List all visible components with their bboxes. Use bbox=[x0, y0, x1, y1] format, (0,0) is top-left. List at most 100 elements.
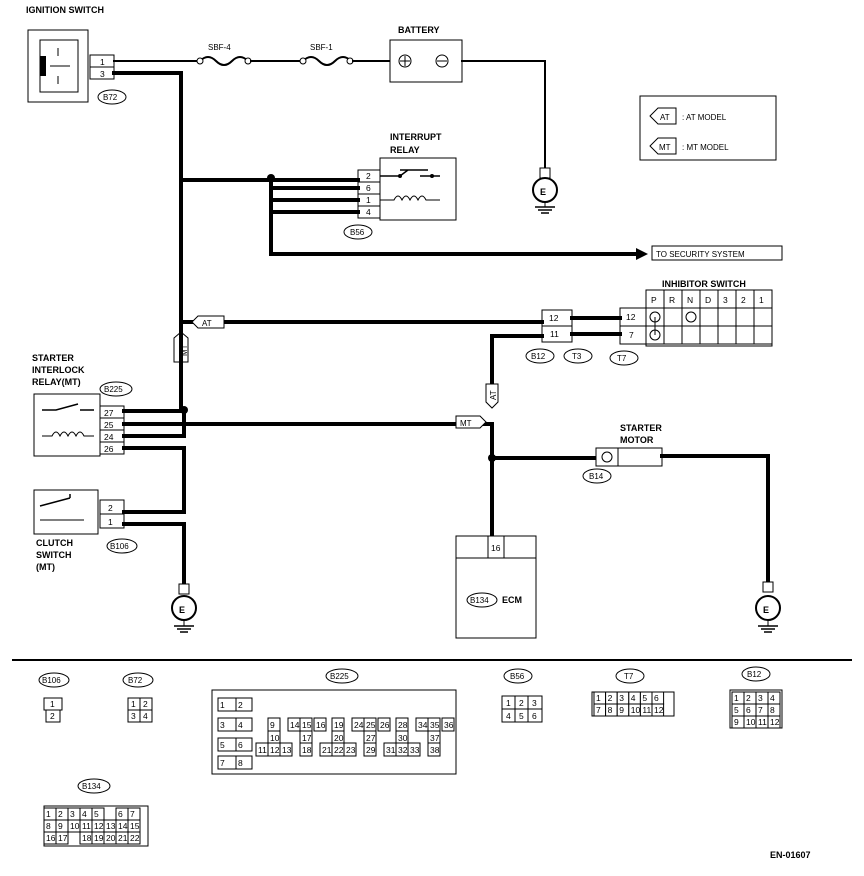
inhibitor-position-2: 2 bbox=[741, 295, 746, 305]
svg-text:36: 36 bbox=[444, 720, 454, 730]
connector-b14-label: B14 bbox=[589, 472, 604, 481]
fuse-sbf4: SBF-4 bbox=[196, 43, 252, 66]
starter-motor-label-2: MOTOR bbox=[620, 435, 654, 445]
face-b56-label: B56 bbox=[510, 672, 525, 681]
ignition-switch: IGNITION SWITCH 1 3 B72 bbox=[26, 5, 127, 105]
svg-text:3: 3 bbox=[100, 69, 105, 79]
svg-text:37: 37 bbox=[430, 733, 440, 743]
ecm-label: ECM bbox=[502, 595, 522, 605]
connector-b56-label: B56 bbox=[350, 228, 365, 237]
svg-text:16: 16 bbox=[46, 833, 56, 843]
svg-text:9: 9 bbox=[734, 717, 739, 727]
svg-text:22: 22 bbox=[130, 833, 140, 843]
svg-text:26: 26 bbox=[104, 444, 114, 454]
svg-text:2: 2 bbox=[608, 693, 613, 703]
svg-text:5: 5 bbox=[519, 711, 524, 721]
face-b12-label: B12 bbox=[747, 670, 762, 679]
svg-text:21: 21 bbox=[322, 745, 332, 755]
svg-text:11: 11 bbox=[550, 329, 559, 339]
ground-battery: E bbox=[532, 167, 558, 214]
svg-text:11: 11 bbox=[82, 821, 91, 831]
svg-text:2: 2 bbox=[143, 699, 148, 709]
svg-text:3: 3 bbox=[220, 720, 225, 730]
at-tag-lower: AT bbox=[485, 383, 499, 409]
interrupt-relay: INTERRUPT RELAY 2 6 1 4 B56 bbox=[343, 132, 457, 240]
security-system-arrow: TO SECURITY SYSTEM bbox=[636, 245, 783, 261]
svg-text:1: 1 bbox=[596, 693, 601, 703]
legend: AT : AT MODEL MT : MT MODEL bbox=[639, 95, 777, 161]
svg-text:1: 1 bbox=[366, 195, 371, 205]
svg-text:1: 1 bbox=[734, 693, 739, 703]
svg-text:2: 2 bbox=[58, 809, 63, 819]
svg-text:31: 31 bbox=[386, 745, 396, 755]
face-b106-label: B106 bbox=[42, 676, 61, 685]
svg-text:1: 1 bbox=[220, 700, 225, 710]
svg-text:19: 19 bbox=[94, 833, 104, 843]
svg-text:27: 27 bbox=[366, 733, 376, 743]
svg-text:14: 14 bbox=[118, 821, 128, 831]
face-b106: B106 1 2 bbox=[38, 672, 70, 723]
svg-text:20: 20 bbox=[334, 733, 344, 743]
fuse-sbf1-label: SBF-1 bbox=[310, 43, 333, 52]
svg-text:23: 23 bbox=[346, 745, 356, 755]
ground-starter: E bbox=[755, 581, 781, 633]
svg-text:4: 4 bbox=[631, 693, 636, 703]
svg-text:28: 28 bbox=[398, 720, 408, 730]
svg-text:6: 6 bbox=[118, 809, 123, 819]
svg-text:10: 10 bbox=[746, 717, 756, 727]
face-b225-label: B225 bbox=[330, 672, 349, 681]
svg-text:4: 4 bbox=[770, 693, 775, 703]
svg-text:4: 4 bbox=[366, 207, 371, 217]
svg-text:12: 12 bbox=[654, 705, 664, 715]
svg-text:1: 1 bbox=[506, 698, 511, 708]
svg-text:24: 24 bbox=[354, 720, 364, 730]
svg-text:26: 26 bbox=[380, 720, 390, 730]
svg-text:6: 6 bbox=[238, 740, 243, 750]
legend-mt-tag: MT bbox=[659, 143, 671, 152]
svg-text:14: 14 bbox=[290, 720, 300, 730]
svg-text:12: 12 bbox=[626, 312, 636, 322]
svg-text:13: 13 bbox=[282, 745, 292, 755]
svg-text:17: 17 bbox=[302, 733, 312, 743]
inhibitor-position-P: P bbox=[651, 295, 657, 305]
svg-text:7: 7 bbox=[629, 330, 634, 340]
security-system-label: TO SECURITY SYSTEM bbox=[656, 250, 745, 259]
svg-text:5: 5 bbox=[734, 705, 739, 715]
at-tag-upper: AT bbox=[191, 315, 225, 329]
svg-text:12: 12 bbox=[270, 745, 280, 755]
inhibitor-position-R: R bbox=[669, 295, 675, 305]
svg-text:6: 6 bbox=[654, 693, 659, 703]
svg-text:33: 33 bbox=[410, 745, 420, 755]
svg-text:2: 2 bbox=[746, 693, 751, 703]
svg-text:8: 8 bbox=[238, 758, 243, 768]
svg-text:6: 6 bbox=[746, 705, 751, 715]
mt-tag-lower: MT bbox=[455, 415, 487, 429]
svg-text:8: 8 bbox=[46, 821, 51, 831]
svg-text:7: 7 bbox=[220, 758, 225, 768]
svg-text:9: 9 bbox=[270, 720, 275, 730]
mt-tag-upper-text: MT bbox=[180, 344, 189, 356]
svg-text:5: 5 bbox=[220, 740, 225, 750]
svg-text:10: 10 bbox=[270, 733, 280, 743]
starter-interlock-label-3: RELAY(MT) bbox=[32, 377, 81, 387]
connector-b12-t3: 12 11 B12 T3 bbox=[525, 309, 593, 364]
svg-text:11: 11 bbox=[642, 705, 651, 715]
svg-text:3: 3 bbox=[619, 693, 624, 703]
svg-text:12: 12 bbox=[770, 717, 780, 727]
ignition-switch-label-1: IGNITION SWITCH bbox=[26, 5, 104, 15]
svg-text:12: 12 bbox=[549, 313, 559, 323]
svg-text:2: 2 bbox=[238, 700, 243, 710]
svg-text:22: 22 bbox=[334, 745, 344, 755]
svg-text:20: 20 bbox=[106, 833, 116, 843]
interrupt-relay-label-1: INTERRUPT bbox=[390, 132, 442, 142]
ground-clutch: E bbox=[171, 583, 197, 633]
connector-t7-label: T7 bbox=[617, 354, 627, 363]
svg-text:19: 19 bbox=[334, 720, 344, 730]
footer-code: EN-01607 bbox=[770, 850, 811, 860]
svg-text:10: 10 bbox=[70, 821, 80, 831]
svg-text:32: 32 bbox=[398, 745, 408, 755]
